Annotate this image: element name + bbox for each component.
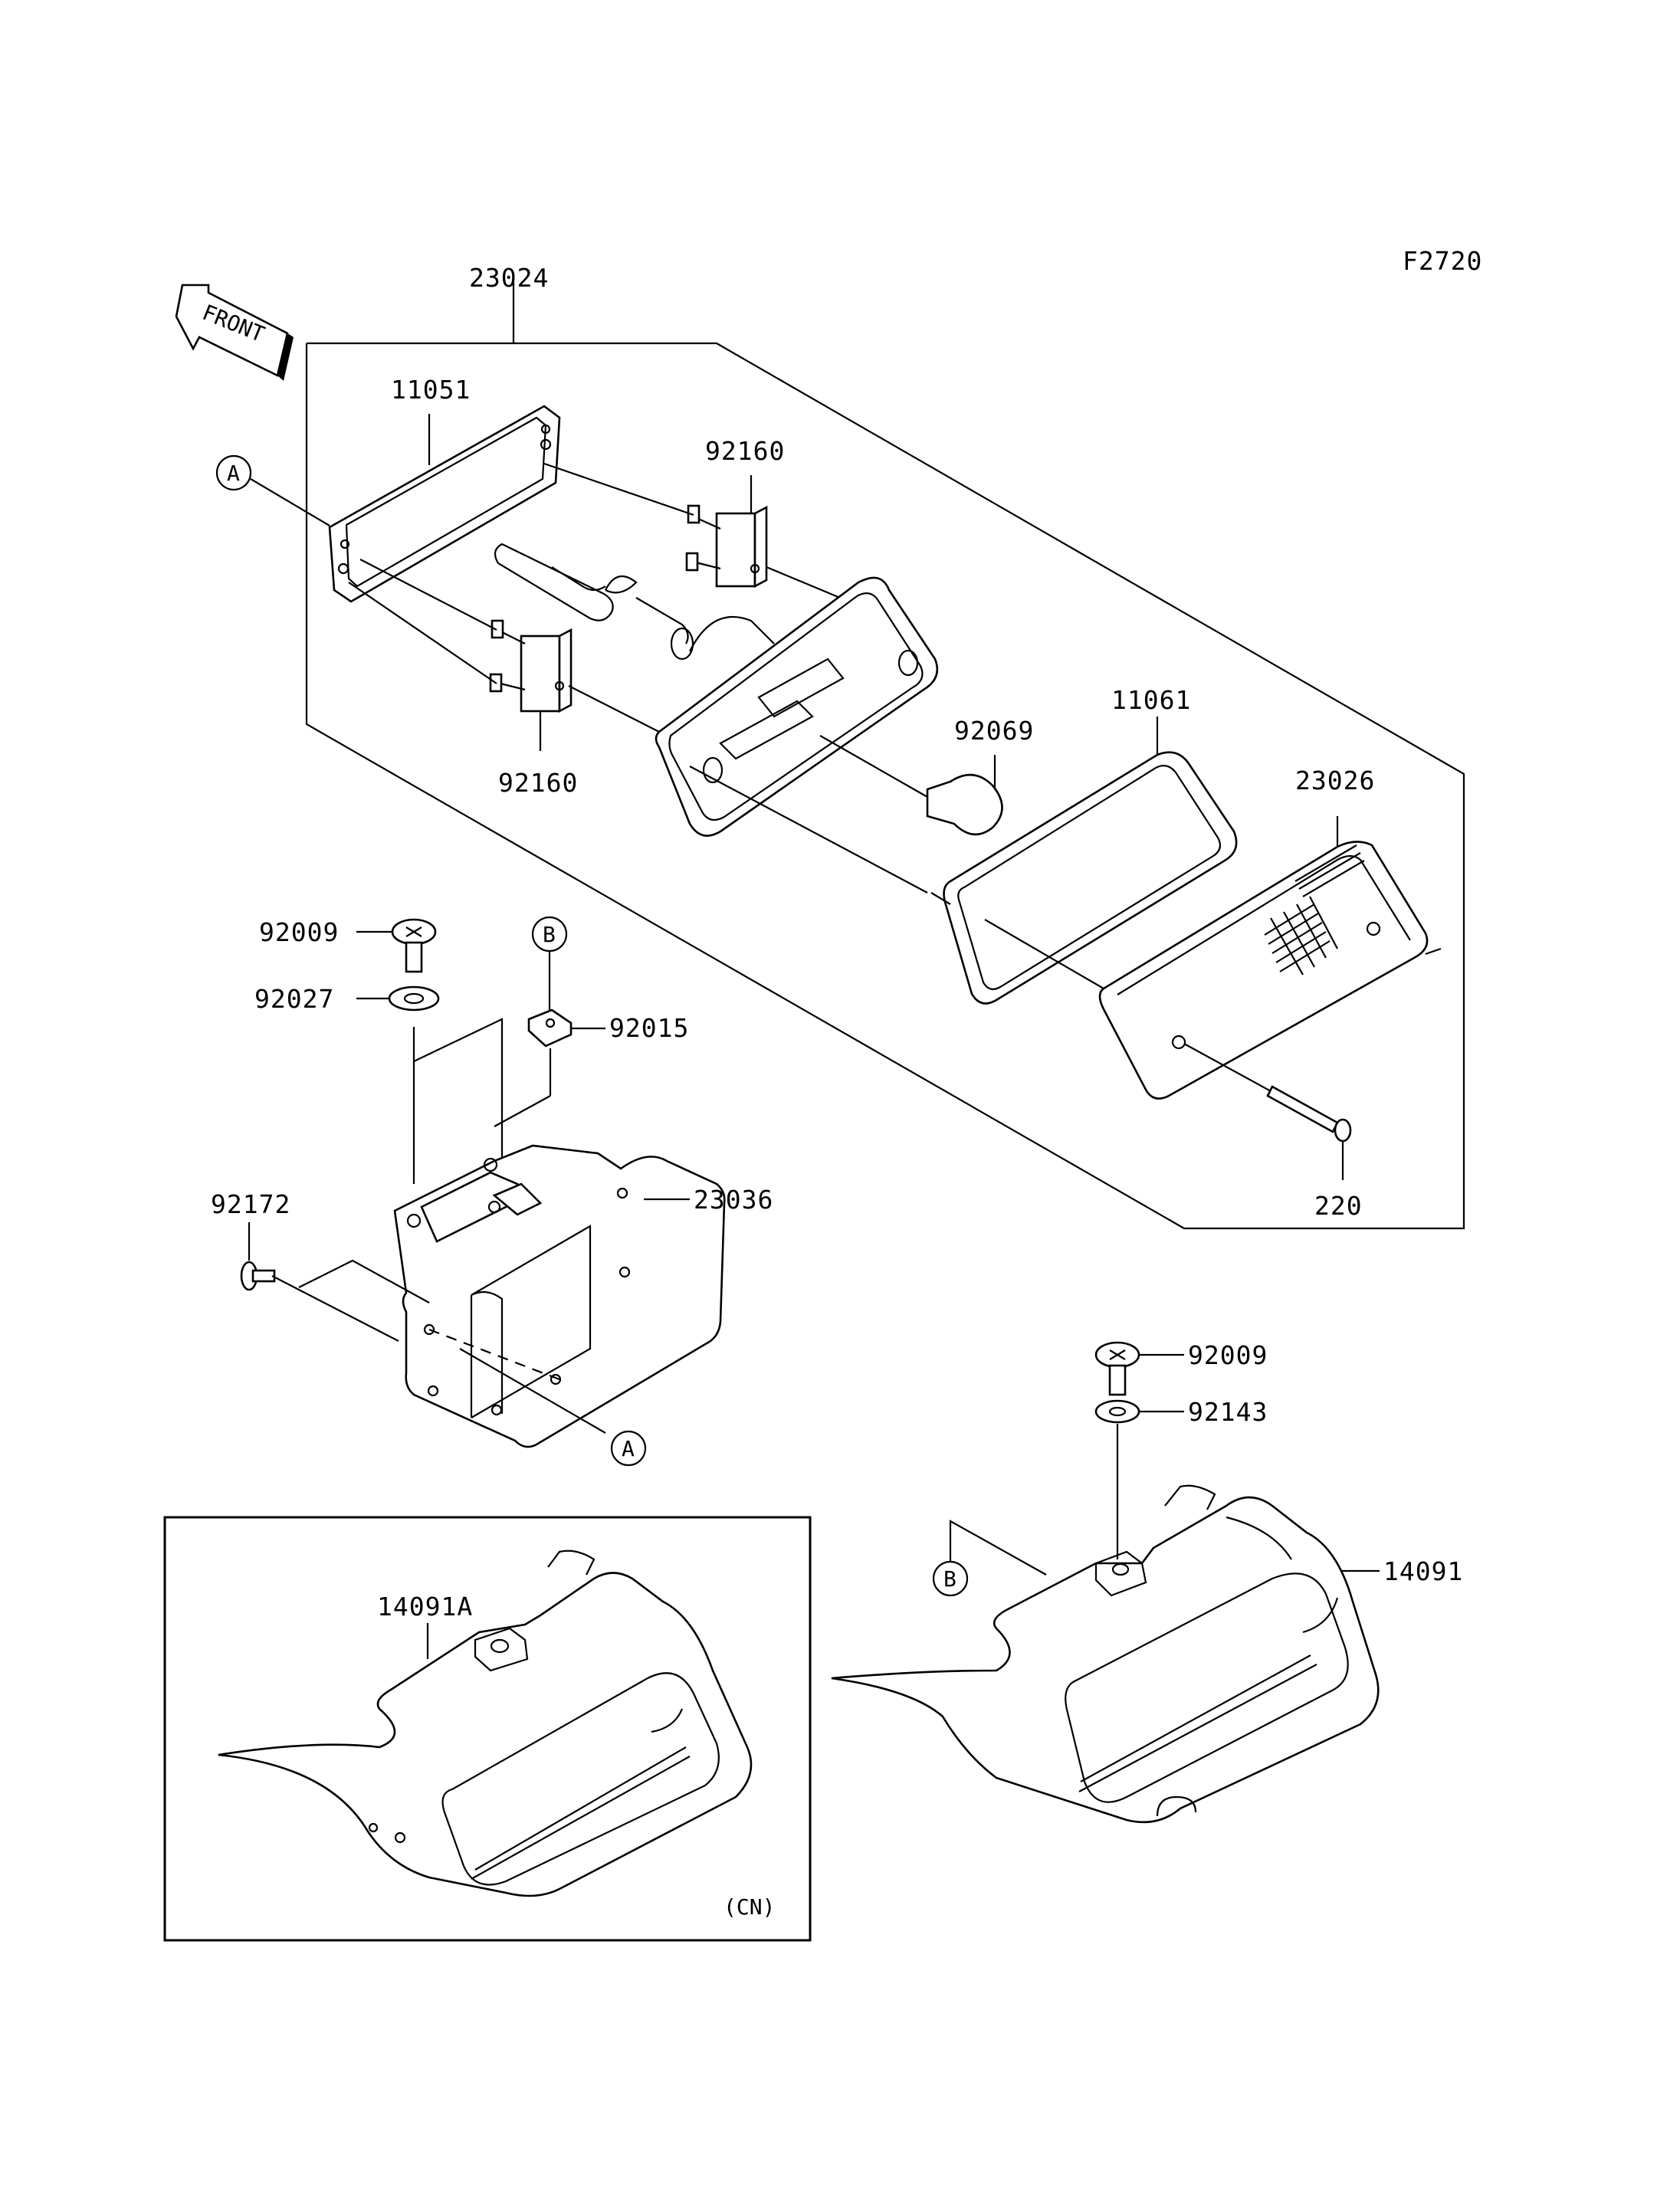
callout-a-bottom — [610, 1430, 647, 1467]
washer-92027 — [356, 985, 440, 1012]
label-220: 220 — [1314, 1191, 1363, 1221]
callout-b-bottom-label: B — [943, 1566, 956, 1592]
label-92143: 92143 — [1188, 1397, 1268, 1427]
label-11051: 11051 — [391, 375, 471, 405]
screw-220 — [1183, 1043, 1352, 1180]
callout-a-top — [215, 454, 252, 491]
label-23036: 23036 — [694, 1185, 773, 1215]
stud-92160-top — [685, 475, 768, 589]
cover-14091A — [218, 1549, 753, 1897]
front-arrow-icon: FRONT — [175, 284, 294, 381]
label-23026: 23026 — [1295, 766, 1375, 795]
label-14091A: 14091A — [377, 1592, 473, 1622]
callout-b-top-label: B — [543, 922, 556, 947]
stud-92160-bottom — [489, 619, 573, 751]
label-23024: 23024 — [469, 263, 549, 293]
washer-92143 — [1094, 1399, 1184, 1559]
gasket-11061 — [943, 716, 1238, 1005]
figure-code: F2720 — [1403, 246, 1482, 276]
screw-92172 — [240, 1222, 430, 1342]
label-92027: 92027 — [254, 984, 334, 1014]
label-92009-left: 92009 — [259, 917, 339, 947]
bracket-23036 — [393, 1144, 726, 1448]
variant-box — [163, 1516, 812, 1942]
label-14091: 14091 — [1383, 1556, 1463, 1586]
bulb-socket — [494, 543, 694, 661]
cover-14091 — [831, 1484, 1380, 1824]
label-92069: 92069 — [954, 716, 1034, 746]
screw-92009-right — [1094, 1341, 1184, 1396]
label-92160-bottom: 92160 — [498, 768, 578, 798]
assembly-23024-outline — [305, 282, 1465, 1230]
callout-a-top-label: A — [227, 461, 240, 486]
bulb-92069 — [819, 735, 1003, 836]
lens-23026 — [1098, 816, 1442, 1100]
clip-92015 — [494, 1008, 605, 1127]
label-92009-right: 92009 — [1188, 1340, 1268, 1370]
label-11061: 11061 — [1111, 685, 1191, 715]
callout-a-bottom-label: A — [622, 1436, 635, 1461]
screw-92009-left — [356, 918, 437, 973]
label-92015: 92015 — [609, 1013, 689, 1043]
label-92160-top: 92160 — [705, 436, 785, 466]
plate-11051 — [328, 405, 561, 603]
variant-label-cn: (CN) — [724, 1894, 775, 1920]
lens-grid — [1264, 844, 1365, 976]
label-92172: 92172 — [211, 1189, 290, 1219]
lamp-housing — [655, 576, 939, 837]
